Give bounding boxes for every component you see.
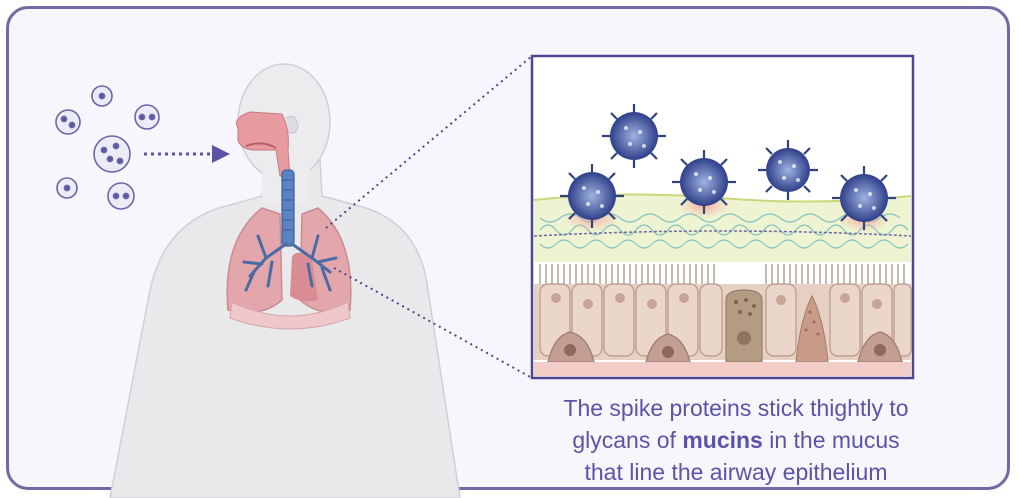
- caption-line-2-end: in the mucus: [763, 427, 900, 453]
- virus-icon: [758, 140, 818, 200]
- virus-icon: [832, 166, 896, 230]
- droplet-icon: [57, 178, 77, 198]
- human-icon: [110, 64, 460, 498]
- virus-icon: [602, 104, 666, 168]
- caption-line-3: that line the airway epithelium: [486, 456, 986, 488]
- droplet-icon: [135, 105, 159, 129]
- caption-line-2: glycans of mucins in the mucus: [486, 424, 986, 456]
- caption-line-1: The spike proteins stick thightly to: [486, 392, 986, 424]
- droplet-icon: [94, 136, 130, 172]
- airway-detail-panel: [532, 56, 913, 378]
- virus-icon: [672, 150, 736, 214]
- caption-line-2-start: glycans of: [572, 427, 682, 453]
- droplet-icon: [56, 110, 80, 134]
- droplets-group: [56, 86, 159, 209]
- droplet-icon: [108, 183, 134, 209]
- caption: The spike proteins stick thightly to gly…: [486, 392, 986, 488]
- droplet-icon: [92, 86, 112, 106]
- inhalation-arrow: [144, 145, 230, 163]
- virus-icon: [560, 164, 624, 228]
- caption-bold-term: mucins: [682, 427, 763, 453]
